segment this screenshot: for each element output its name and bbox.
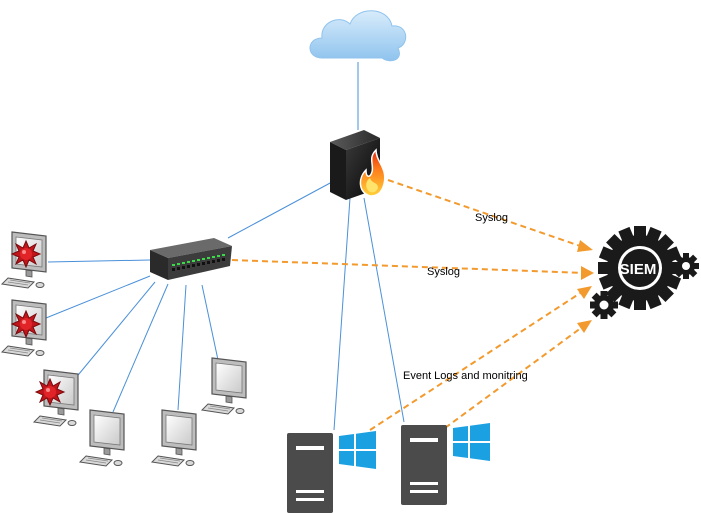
windows-logo-icon [339,431,376,469]
infected-computer-2 [1,299,47,357]
arrowhead-firewall [577,240,593,252]
firewall-icon [330,130,386,200]
link-switch-pc-2 [45,275,151,319]
network-links [45,62,405,431]
infected-computer-1 [1,231,47,289]
virus-icon [11,240,41,268]
virus-icon [35,378,65,406]
syslog-label-firewall: Syslog [475,212,508,224]
link-switch-pc-6 [201,284,219,361]
arrowhead-server2 [577,320,592,333]
server-icon [401,425,447,505]
windows-logo-icon [453,423,490,461]
arrowhead-server1 [577,286,592,299]
arrow-server1-siem [369,289,586,431]
link-switch-pc-4 [112,283,169,413]
computer-icon-2 [151,409,197,467]
event-logs-label: Event Logs and monitring [403,370,528,382]
arrow-server2-siem [444,324,586,429]
link-firewall-server-2 [363,197,405,423]
server-2 [401,423,490,505]
link-firewall-switch [227,181,333,239]
switch-icon [150,238,232,280]
link-switch-pc-1 [47,259,151,263]
arrow-switch-siem [231,259,587,274]
link-switch-pc-3 [73,281,156,381]
link-firewall-server-1 [333,197,351,431]
arrowhead-switch [581,266,594,280]
server-icon [287,433,333,513]
log-arrows [231,179,587,431]
infected-computer-3 [33,369,79,427]
arrow-firewall-siem [387,179,587,249]
computer-icon-1 [79,409,125,467]
cloud-icon [309,10,407,62]
syslog-label-switch: Syslog [427,266,460,278]
virus-icon [11,310,41,338]
server-1 [287,431,376,513]
siem-label: SIEM [620,261,657,278]
link-switch-pc-5 [177,284,187,411]
arrow-heads [577,240,594,333]
computer-icon-3 [201,357,247,415]
